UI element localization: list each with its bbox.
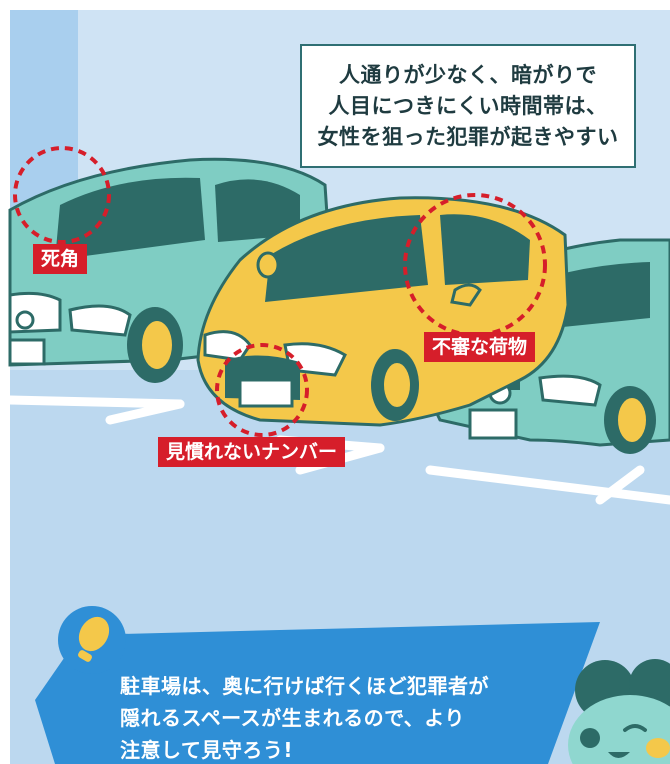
yellow-car bbox=[196, 196, 570, 427]
tip-line-2: 隠れるスペースが生まれるので、より bbox=[120, 706, 465, 730]
dead-angle-circle bbox=[13, 146, 111, 244]
tip-line-1: 駐車場は、奥に行けば行くほど犯罪者が bbox=[120, 674, 489, 698]
mouse-mascot bbox=[568, 659, 670, 764]
warning-line-3: 女性を狙った犯罪が起きやすい bbox=[317, 124, 619, 149]
warning-line-1: 人通りが少なく、暗がりで bbox=[339, 62, 597, 87]
tip-bubble bbox=[35, 622, 600, 764]
warning-line-2: 人目につきにくい時間帯は、 bbox=[328, 93, 608, 118]
suspicious-cargo-circle bbox=[403, 193, 547, 337]
tip-text: 駐車場は、奥に行けば行くほど犯罪者が 隠れるスペースが生まれるので、より 注意し… bbox=[120, 670, 540, 764]
unfamiliar-plate-tag: 見慣れないナンバー bbox=[158, 437, 346, 467]
suspicious-cargo-tag: 不審な荷物 bbox=[424, 332, 536, 362]
unfamiliar-plate-circle bbox=[215, 343, 309, 437]
lightbulb-icon bbox=[78, 616, 110, 662]
tip-line-3: 注意して見守ろう! bbox=[120, 738, 294, 762]
crime-warning-box: 人通りが少なく、暗がりで 人目につきにくい時間帯は、 女性を狙った犯罪が起きやす… bbox=[300, 44, 636, 168]
dead-angle-tag: 死角 bbox=[33, 244, 88, 274]
warning-circles bbox=[13, 146, 547, 437]
parking-lines bbox=[5, 395, 670, 505]
